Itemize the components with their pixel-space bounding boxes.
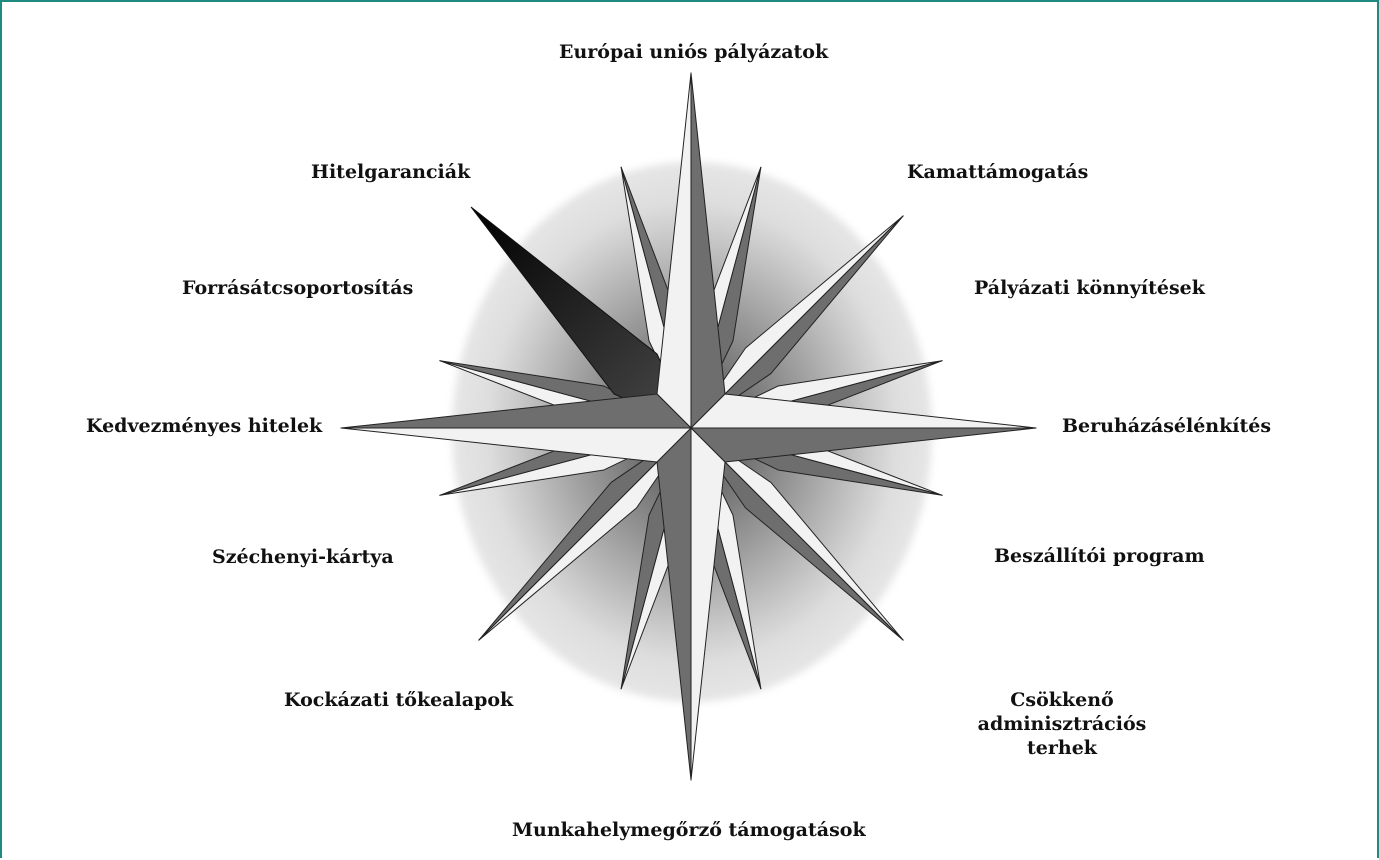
- label-n: Európai uniós pályázatok: [559, 41, 829, 63]
- main-ray-e-left-facet: [690, 393, 1037, 429]
- label-ne: Pályázati könnyítések: [974, 277, 1205, 299]
- label-se: Beszállítói program: [994, 545, 1205, 567]
- label-e: Beruházásélénkítés: [1062, 415, 1272, 437]
- main-ray-n-left-facet: [656, 72, 692, 429]
- main-ray-w-left-facet: [340, 427, 692, 463]
- label-sse: Csökkenő adminisztrációs terhek: [977, 689, 1147, 759]
- main-ray-w-right-facet: [340, 393, 692, 429]
- main-ray-e-right-facet: [690, 427, 1037, 463]
- label-nnw: Hitelgaranciák: [311, 161, 471, 183]
- main-ray-s-right-facet: [656, 427, 692, 781]
- label-sw: Széchenyi-kártya: [212, 546, 394, 568]
- label-w: Kedvezményes hitelek: [86, 415, 323, 437]
- label-s: Munkahelymegőrző támogatások: [512, 819, 866, 841]
- main-ray-s-left-facet: [690, 427, 726, 781]
- main-ray-n-right-facet: [690, 72, 726, 429]
- label-ssw: Kockázati tőkealapok: [284, 689, 514, 711]
- label-nw: Forrásátcsoportosítás: [182, 277, 414, 299]
- label-nne: Kamattámogatás: [907, 161, 1089, 183]
